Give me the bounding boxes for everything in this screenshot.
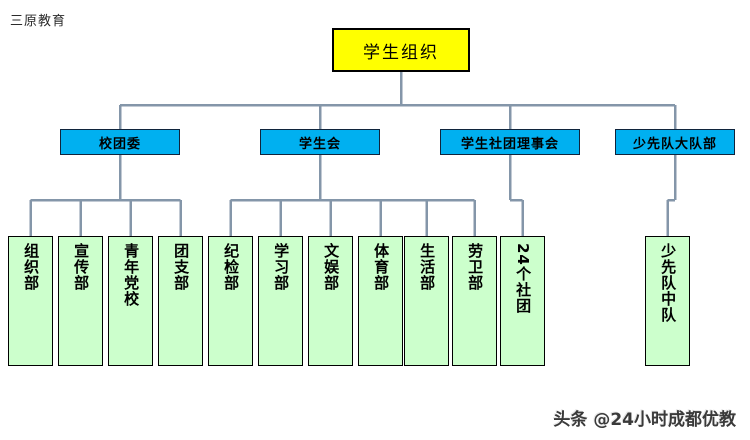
org-node-n09: 生活部 (404, 236, 449, 366)
org-node-label: 文娱部 (322, 243, 341, 291)
org-node-label: 纪检部 (222, 243, 241, 291)
watermark-bottom-right: 头条 @24小时成都优教 (553, 410, 736, 430)
org-node-label: 生活部 (418, 243, 437, 291)
org-node-label: 劳卫部 (466, 243, 485, 291)
org-node-label: 校团委 (98, 136, 141, 152)
org-node-label: 团支部 (172, 243, 191, 291)
org-node-n11: 24个社团 (500, 236, 545, 366)
org-node-n10: 劳卫部 (452, 236, 497, 366)
org-node-label: 少先队大队部 (632, 136, 717, 152)
org-node-label: 宣传部 (72, 243, 91, 291)
org-node-n02: 宣传部 (58, 236, 103, 366)
watermark-top-left: 三原教育 (10, 14, 67, 29)
org-node-l2a: 校团委 (60, 129, 180, 155)
org-node-n07: 文娱部 (308, 236, 353, 366)
org-node-l2d: 少先队大队部 (615, 129, 735, 155)
org-node-n08: 体育部 (358, 236, 403, 366)
org-node-label: 学习部 (272, 243, 291, 291)
org-node-label: 学生社团理事会 (460, 136, 559, 152)
org-node-label: 学生组织 (363, 42, 439, 63)
org-node-label: 青年党校 (122, 243, 141, 307)
org-node-n05: 纪检部 (208, 236, 253, 366)
org-node-label: 24个社团 (514, 243, 533, 314)
org-node-label: 学生会 (298, 136, 341, 152)
org-node-n04: 团支部 (158, 236, 203, 366)
org-node-label: 体育部 (372, 243, 391, 291)
org-node-n06: 学习部 (258, 236, 303, 366)
org-node-n01: 组织部 (8, 236, 53, 366)
org-node-n12: 少先队中队 (645, 236, 690, 366)
org-node-label: 少先队中队 (659, 243, 678, 323)
org-node-n03: 青年党校 (108, 236, 153, 366)
org-node-label: 组织部 (22, 243, 41, 291)
org-node-l2c: 学生社团理事会 (440, 129, 580, 155)
org-node-root: 学生组织 (332, 28, 470, 72)
org-node-l2b: 学生会 (260, 129, 380, 155)
